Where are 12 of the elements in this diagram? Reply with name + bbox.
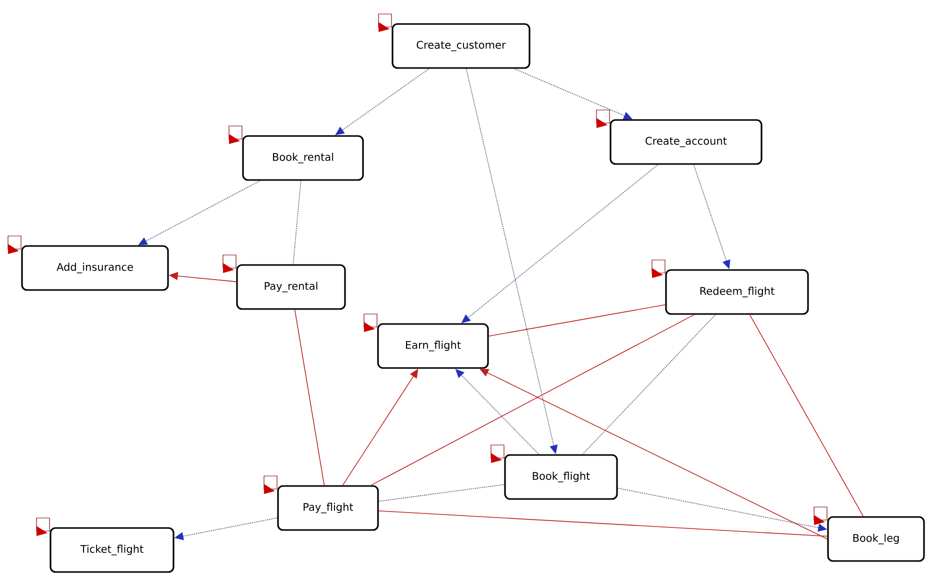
process-box: Create_account	[610, 119, 762, 165]
process-box: Add_insurance	[21, 245, 169, 291]
process-box: Book_leg	[827, 516, 925, 562]
process-box: Pay_rental	[236, 264, 346, 310]
arrow	[480, 368, 828, 540]
process-box: Earn_flight	[377, 323, 489, 369]
process-box: Book_rental	[242, 135, 364, 181]
process-box: Book_flight	[504, 454, 618, 500]
process-box: Ticket_flight	[50, 527, 174, 573]
process-box: Create_customer	[392, 23, 530, 69]
process-box: Redeem_flight	[665, 269, 809, 315]
process-box: Pay_flight	[277, 485, 379, 531]
